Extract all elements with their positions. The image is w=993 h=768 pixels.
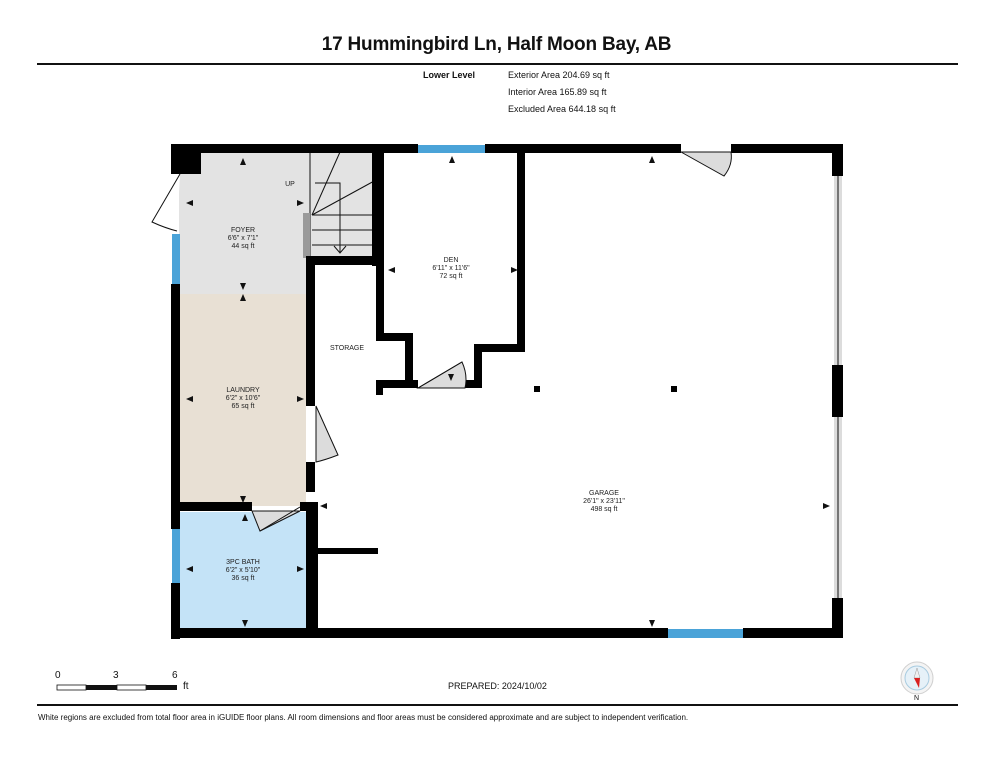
garage-doors (834, 176, 842, 598)
scale-tick-3: 3 (113, 670, 119, 681)
scale-unit: ft (183, 681, 189, 692)
room-dims-foyer: 6'6" x 7'1" (228, 235, 259, 242)
compass-icon (900, 661, 934, 695)
exterior-area: Exterior Area 204.69 sq ft (508, 70, 610, 80)
room-area-laundry: 65 sq ft (232, 403, 255, 410)
scale-bar (56, 684, 177, 691)
stair-fill (309, 152, 377, 260)
laundry-fill (179, 294, 306, 506)
prepared-date: PREPARED: 2024/10/02 (448, 681, 547, 691)
dimension-arrows (186, 156, 830, 627)
room-dims-garage: 26'1" x 23'11" (583, 498, 625, 505)
room-area-foyer: 44 sq ft (232, 243, 255, 250)
stair-up-label: UP (285, 181, 295, 188)
scale-tick-0: 0 (55, 670, 61, 681)
disclaimer: White regions are excluded from total fl… (38, 713, 689, 722)
room-name-bath: 3PC BATH (226, 559, 260, 566)
scale-tick-6: 6 (172, 670, 178, 681)
header-divider (37, 63, 958, 65)
door-swings (151, 151, 732, 532)
room-name-laundry: LAUNDRY (226, 387, 260, 394)
stair-rail (303, 213, 310, 258)
bath-fill (179, 512, 306, 628)
room-name-den: DEN (444, 257, 459, 264)
windows (172, 145, 743, 638)
compass-north-label: N (914, 695, 920, 702)
walls (171, 144, 843, 639)
footer-divider (37, 704, 958, 706)
room-dims-bath: 6'2" x 5'10" (226, 567, 261, 574)
room-name-garage: GARAGE (589, 490, 619, 497)
page-title: 17 Hummingbird Ln, Half Moon Bay, AB (321, 34, 672, 55)
room-name-storage: STORAGE (330, 345, 364, 352)
room-dims-laundry: 6'2" x 10'6" (226, 395, 261, 402)
room-name-foyer: FOYER (231, 227, 255, 234)
room-area-den: 72 sq ft (440, 273, 463, 280)
level-label: Lower Level (423, 70, 476, 80)
interior-area: Interior Area 165.89 sq ft (508, 87, 607, 97)
room-dims-den: 6'11" x 11'6" (432, 265, 470, 272)
foyer-fill (179, 152, 309, 294)
room-area-garage: 498 sq ft (591, 506, 618, 513)
excluded-area: Excluded Area 644.18 sq ft (508, 104, 616, 114)
room-area-bath: 36 sq ft (232, 575, 255, 582)
